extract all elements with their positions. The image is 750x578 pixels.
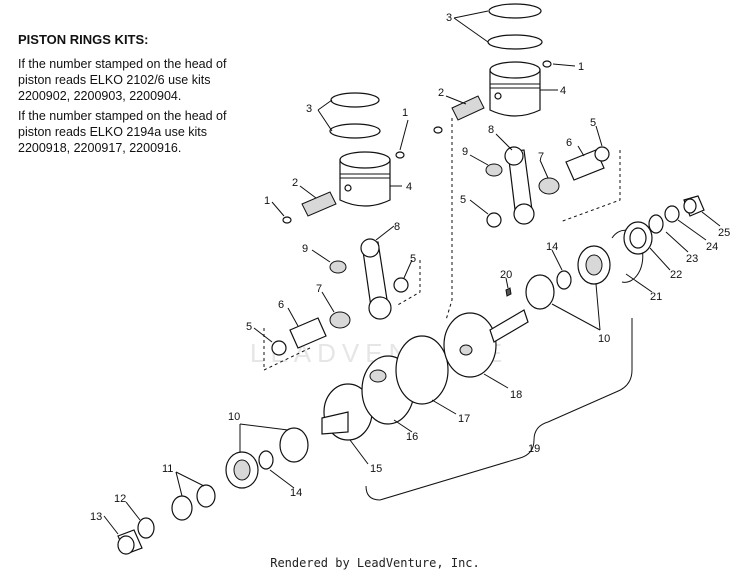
circlip-left[interactable] [282,151,405,224]
callout-7: 7 [538,151,544,163]
callout-labels: 3 1 4 2 8 9 7 6 5 5 3 1 4 2 1 8 9 5 7 6 … [90,12,730,523]
callout-4: 4 [560,85,566,97]
callout-19: 19 [528,443,540,455]
woodruff-key[interactable] [505,287,512,297]
callout-2: 2 [292,177,298,189]
callout-5: 5 [590,117,596,129]
callout-13: 13 [90,511,102,523]
callout-9: 9 [302,243,308,255]
callout-5: 5 [246,321,252,333]
callout-1: 1 [402,107,408,119]
callout-5: 5 [460,194,466,206]
callout-24: 24 [706,241,718,253]
callout-14: 14 [290,487,302,499]
main-bearings-right[interactable] [525,245,611,310]
callout-8: 8 [394,221,400,233]
piston-pin-right[interactable] [451,95,485,121]
footer-credit: Rendered by LeadVenture, Inc. [270,556,480,570]
roller-bearing-left[interactable] [329,311,351,329]
callout-1: 1 [578,61,584,73]
piston-pin-left[interactable] [301,191,337,217]
seal-ring-right[interactable] [556,270,572,290]
callout-4: 4 [406,181,412,193]
seal-ring-left[interactable] [258,450,274,470]
washer-small[interactable] [648,214,664,234]
connecting-rod-right[interactable] [504,146,535,225]
circlip-right[interactable] [433,60,552,134]
callout-14: 14 [546,241,558,253]
thrust-washer-left[interactable] [271,277,409,356]
piston-rings-right[interactable] [487,3,543,50]
nut[interactable] [683,195,705,217]
callout-16: 16 [406,431,418,443]
bushing[interactable] [117,529,143,555]
callout-20: 20 [500,269,512,281]
piston-rings-left[interactable] [329,92,381,139]
callout-10: 10 [598,333,610,345]
lock-washer[interactable] [664,205,680,223]
connecting-rod-left[interactable] [360,238,392,320]
needle-bearing-left[interactable] [329,260,347,274]
callout-5: 5 [410,253,416,265]
callout-6: 6 [278,299,284,311]
callout-25: 25 [718,227,730,239]
thrust-washer-right[interactable] [486,146,610,228]
callout-7: 7 [316,283,322,295]
callout-21: 21 [650,291,662,303]
callout-1: 1 [264,195,270,207]
leader-lines [103,10,721,535]
callout-12: 12 [114,493,126,505]
callout-8: 8 [488,124,494,136]
crank-pin-right[interactable] [565,149,605,181]
shim-washers[interactable] [171,484,216,521]
callout-23: 23 [686,253,698,265]
oil-seal-large[interactable] [623,221,653,255]
callout-22: 22 [670,269,682,281]
callout-2: 2 [438,87,444,99]
callout-11: 11 [162,463,173,475]
needle-bearing-right[interactable] [485,163,503,177]
piston-rings-kits-title: PISTON RINGS KITS: [18,32,149,47]
callout-3: 3 [446,12,452,24]
kit-note-elko-2102: If the number stamped on the head of pis… [18,57,227,103]
piston-left[interactable] [339,151,391,207]
callout-18: 18 [510,389,522,401]
callout-17: 17 [458,413,470,425]
crank-web-center[interactable] [395,335,449,405]
piston-right[interactable] [489,61,541,117]
crank-pin-left[interactable] [289,317,327,349]
callout-6: 6 [566,137,572,149]
main-bearings-left[interactable] [225,427,309,489]
o-ring[interactable] [137,517,155,539]
callout-9: 9 [462,146,468,158]
crankshaft-right-half[interactable] [443,309,529,378]
callout-15: 15 [370,463,382,475]
roller-bearing-right[interactable] [538,177,560,195]
callout-3: 3 [306,103,312,115]
kit-note-elko-2194a: If the number stamped on the head of pis… [18,109,227,155]
callout-10: 10 [228,411,240,423]
